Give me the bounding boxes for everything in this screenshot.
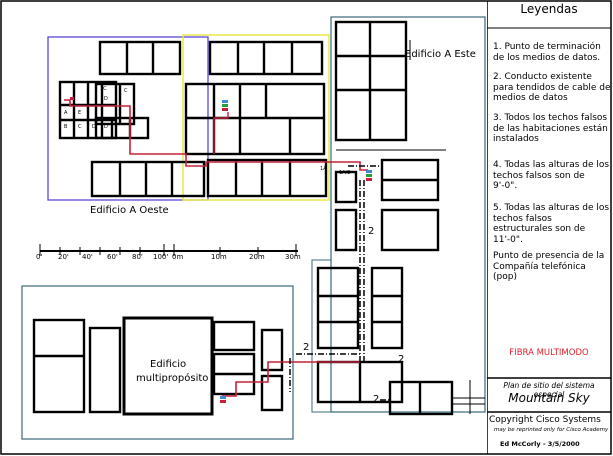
legend-item: 1. Punto de terminación de los medios de…	[493, 42, 601, 63]
west-building-label: Edificio A Oeste	[90, 205, 169, 216]
author-line: Ed McCorly - 3/5/2000	[500, 440, 580, 448]
scale-label-meters: 10m	[211, 253, 227, 261]
scale-label-feet: 100'	[153, 253, 169, 261]
site-plan	[0, 0, 487, 455]
reprint-note: may be reprinted only for Cisco Academy	[494, 427, 609, 433]
scale-label-feet: 80'	[132, 253, 143, 261]
multipurpose-label-line2: multipropósito	[136, 373, 209, 384]
room-mark: C	[78, 124, 82, 130]
copyright-text: Copyright Cisco Systems	[489, 415, 601, 425]
legend-item: 5. Todas las alturas de los techos falso…	[493, 203, 610, 245]
scale-label-feet: 40'	[82, 253, 93, 261]
scale-label-feet: 20'	[58, 253, 69, 261]
legend-item: 4. Todas las alturas de los techos falso…	[493, 160, 610, 191]
conduit-mark: 2	[303, 342, 310, 353]
legend-item: 2. Conducto existente para tendidos de c…	[493, 72, 611, 103]
room-mark: 1C	[100, 86, 107, 92]
east-annex-outline	[311, 259, 331, 413]
scale-label-meters: 20m	[249, 253, 265, 261]
scale-bar	[39, 244, 298, 256]
room-mark: E	[78, 110, 82, 116]
central-zone-outline	[182, 34, 330, 201]
east-building-label: Edificio A Este	[405, 49, 476, 60]
east-building-outline	[330, 16, 486, 413]
scale-label-meters: 30m	[285, 253, 301, 261]
fiber-legend-label: FIBRA MULTIMODO	[509, 348, 589, 358]
scale-label-feet: 60'	[107, 253, 118, 261]
legend-title: Leyendas	[520, 2, 578, 16]
conduit-lines	[289, 165, 396, 401]
fiber-route-multipurpose	[222, 361, 360, 397]
legend-item: 3. Todos los techos falsos de las habita…	[493, 113, 608, 144]
room-mark: C	[124, 88, 128, 94]
room-mark: D	[104, 124, 108, 130]
room-mark: D	[104, 96, 108, 102]
legend-item: Punto de presencia de la Compañía telefó…	[493, 251, 605, 282]
partition-lines	[336, 40, 485, 414]
drawing-subtitle: Plan de sitio del sistema especial	[503, 381, 595, 399]
scale-label-meters: 0m	[172, 253, 184, 261]
room-mark: 1A/2	[339, 170, 351, 176]
equipment-racks	[70, 97, 372, 403]
conduit-mark: 2	[368, 226, 375, 237]
legend-panel	[487, 0, 612, 455]
multipurpose-label-line1: Edificio	[150, 359, 187, 370]
room-mark: A	[64, 110, 68, 116]
drawing-border	[0, 0, 487, 455]
scale-label-feet: 0'	[36, 253, 43, 261]
conduit-mark: 2	[398, 354, 405, 365]
wall-lines	[32, 20, 454, 416]
room-mark: D	[92, 124, 96, 130]
room-mark: B	[64, 124, 68, 130]
room-mark: 1A	[320, 166, 327, 172]
fiber-route-central	[213, 112, 229, 154]
conduit-mark: 2	[373, 394, 380, 405]
fiber-route	[64, 99, 368, 171]
drawing-title: Mountain Sky	[508, 391, 590, 405]
